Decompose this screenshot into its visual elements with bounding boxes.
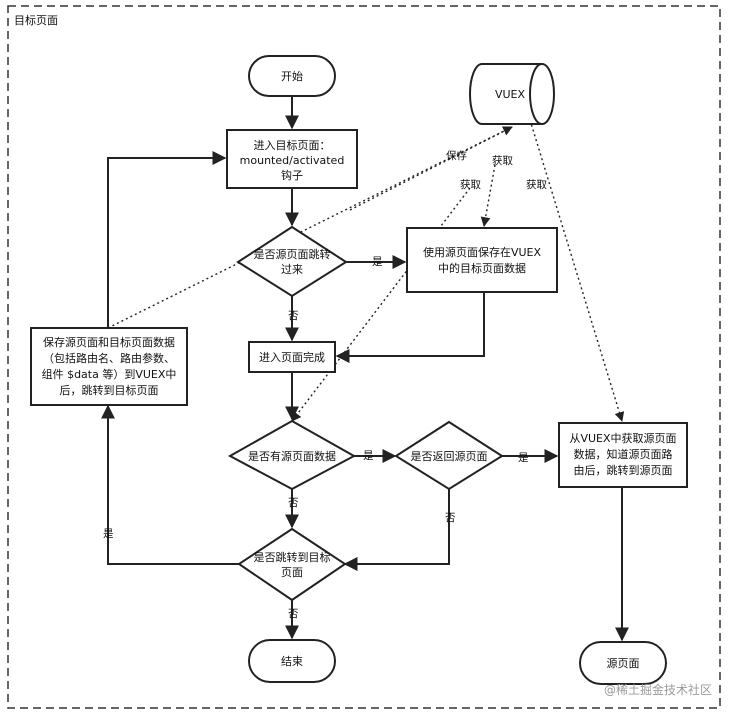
page-loaded-label: 进入页面完成 bbox=[259, 350, 325, 364]
start-label: 开始 bbox=[281, 69, 303, 83]
enter-page-line-3: 钩子 bbox=[281, 168, 303, 182]
is-from-source-line-2: 过来 bbox=[281, 263, 303, 276]
flow-jump-yes-to-save bbox=[101, 404, 239, 565]
get-from-vuex-line-3: 由后，跳转到源页面 bbox=[574, 463, 673, 477]
edge-label-no-1: 否 bbox=[288, 310, 299, 322]
jump-target-line-1: 是否跳转到目标 bbox=[254, 550, 331, 564]
save-data-line-3: 组件 $data 等）到VUEX中 bbox=[42, 367, 177, 381]
enter-page-line-2: mounted/activated bbox=[240, 154, 345, 167]
flow-use-to-loaded bbox=[335, 292, 485, 363]
save-data-line-1: 保存源页面和目标页面数据 bbox=[43, 335, 175, 349]
edge-label-no-2: 否 bbox=[288, 497, 299, 509]
use-saved-line-2: 中的目标页面数据 bbox=[438, 261, 526, 275]
edge-label-yes-2: 是 bbox=[363, 450, 374, 462]
edge-label-fetch-2: 获取 bbox=[460, 179, 481, 191]
save-line-from-save-box bbox=[107, 126, 513, 329]
edge-label-yes-3: 是 bbox=[518, 452, 529, 464]
is-from-source-line-1: 是否源页面跳转 bbox=[254, 247, 331, 261]
flow-save-to-enter bbox=[107, 151, 227, 328]
vuex-label: VUEX bbox=[495, 88, 526, 101]
is-from-source-decision bbox=[236, 225, 348, 298]
save-data-line-2: （包括路由名、路由参数、 bbox=[43, 351, 175, 365]
jump-target-line-2: 页面 bbox=[281, 566, 303, 579]
jump-target-decision bbox=[237, 527, 347, 602]
get-from-vuex-line-2: 数据，知道源页面路 bbox=[574, 447, 673, 461]
end-node bbox=[248, 639, 336, 683]
has-source-data-decision bbox=[227, 419, 357, 491]
edge-label-fetch-3: 获取 bbox=[526, 179, 547, 191]
flow-return-no-to-jump bbox=[343, 489, 450, 571]
start-node bbox=[248, 55, 336, 97]
fetch-line-to-is-from-source bbox=[291, 187, 471, 422]
frame-title: 目标页面 bbox=[14, 13, 58, 27]
use-saved-node bbox=[406, 227, 558, 293]
edge-label-no-4: 否 bbox=[288, 608, 299, 620]
edge-label-yes-4: 是 bbox=[103, 528, 114, 540]
vuex-store-node bbox=[469, 63, 555, 125]
has-source-data-label: 是否有源页面数据 bbox=[248, 449, 336, 463]
return-source-label: 是否返回源页面 bbox=[411, 449, 488, 463]
fetch-line-to-use-saved bbox=[480, 164, 496, 227]
page-loaded-node bbox=[248, 341, 336, 373]
save-line-from-enter-page bbox=[349, 126, 513, 211]
end-label: 结束 bbox=[281, 655, 303, 668]
watermark: @稀土掘金技术社区 bbox=[604, 682, 712, 697]
enter-page-node bbox=[226, 129, 358, 189]
source-page-node bbox=[579, 641, 667, 685]
return-source-decision bbox=[394, 420, 504, 491]
save-data-line-4: 后，跳转到目标页面 bbox=[60, 383, 159, 397]
save-data-node bbox=[30, 327, 188, 406]
edge-label-fetch-1: 获取 bbox=[492, 155, 513, 167]
get-from-vuex-node bbox=[558, 422, 688, 488]
page-frame bbox=[7, 5, 721, 709]
enter-page-line-1: 进入目标页面： bbox=[254, 138, 331, 152]
edge-label-yes-1: 是 bbox=[372, 256, 383, 268]
edge-label-save: 保存 bbox=[446, 149, 467, 162]
use-saved-line-1: 使用源页面保存在VUEX bbox=[423, 245, 542, 259]
edge-label-no-3: 否 bbox=[445, 512, 456, 524]
get-from-vuex-line-1: 从VUEX中获取源页面 bbox=[569, 431, 676, 445]
source-page-label: 源页面 bbox=[607, 656, 640, 670]
